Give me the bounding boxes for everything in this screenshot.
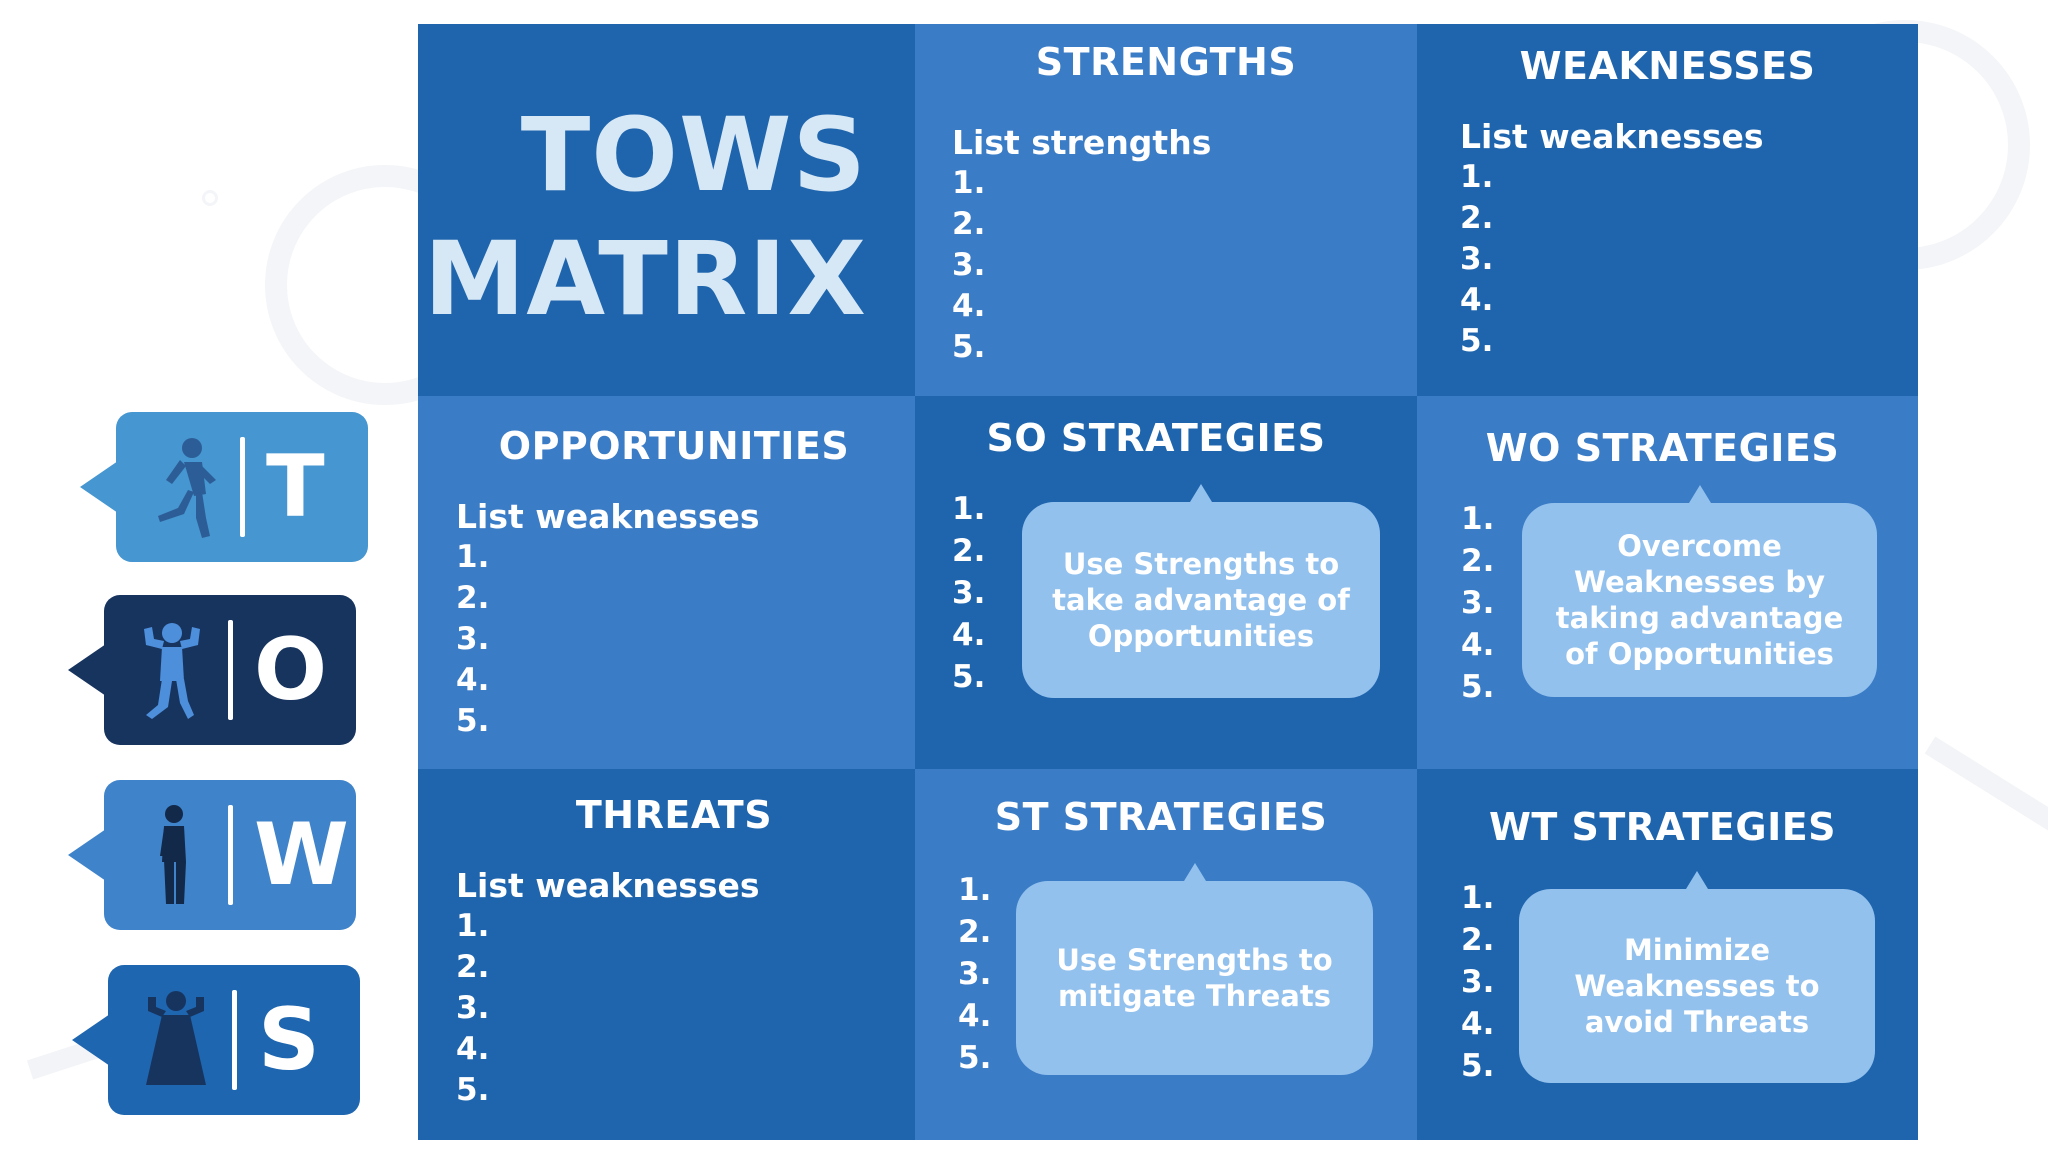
list-item: 1. xyxy=(1461,501,1495,537)
list-item: 1. xyxy=(456,539,490,575)
weaknesses-list: List weaknesses 1. 2. 3. 4. 5. xyxy=(1460,116,1764,362)
tag-separator xyxy=(240,437,245,537)
list-item: 3. xyxy=(958,956,992,992)
title-line-1: TOWS xyxy=(520,96,867,215)
strengths-cell: STRENGTHS List strengths 1. 2. 3. 4. 5. xyxy=(915,24,1417,396)
list-item: 2. xyxy=(456,580,490,616)
tag-s: S xyxy=(72,965,360,1115)
list-item: 2. xyxy=(958,914,992,950)
wt-strategies-list: 1. 2. 3. 4. 5. xyxy=(1461,877,1494,1087)
threats-label: List weaknesses xyxy=(456,866,760,905)
list-item: 4. xyxy=(952,288,986,324)
st-strategies-heading: ST STRATEGIES xyxy=(994,795,1328,839)
tag-letter: S xyxy=(258,990,320,1090)
list-item: 2. xyxy=(952,533,986,569)
list-item: 5. xyxy=(1461,669,1495,705)
list-item: 3. xyxy=(952,575,986,611)
matrix-title: TOWS MATRIX xyxy=(424,94,867,342)
tag-letter: T xyxy=(266,437,325,537)
list-item: 4. xyxy=(1460,282,1494,318)
opportunities-list: List weaknesses 1. 2. 3. 4. 5. xyxy=(456,496,760,742)
list-item: 1. xyxy=(958,872,992,908)
tag-o: O xyxy=(68,595,356,745)
list-item: 3. xyxy=(1460,241,1494,277)
st-strategies-cell: ST STRATEGIES 1. 2. 3. 4. 5. Use Strengt… xyxy=(915,769,1417,1140)
background-line-right xyxy=(1924,736,2048,833)
list-item: 5. xyxy=(952,659,986,695)
strengths-heading: STRENGTHS xyxy=(1035,40,1297,84)
so-strategies-cell: SO STRATEGIES 1. 2. 3. 4. 5. Use Strengt… xyxy=(915,396,1417,769)
tag-letter: O xyxy=(254,620,328,720)
tag-w: W xyxy=(68,780,356,930)
wo-strategies-list: 1. 2. 3. 4. 5. xyxy=(1461,498,1494,708)
list-item: 5. xyxy=(958,1040,992,1076)
list-item: 4. xyxy=(1461,1006,1495,1042)
threats-list: List weaknesses 1. 2. 3. 4. 5. xyxy=(456,865,760,1111)
so-strategies-heading: SO STRATEGIES xyxy=(986,416,1326,460)
list-item: 3. xyxy=(1461,585,1495,621)
wt-strategy-bubble: Minimize Weaknesses to avoid Threats xyxy=(1519,871,1875,1083)
list-item: 4. xyxy=(456,662,490,698)
list-item: 1. xyxy=(456,908,490,944)
tag-separator xyxy=(232,990,237,1090)
list-item: 4. xyxy=(952,617,986,653)
list-item: 1. xyxy=(1461,880,1495,916)
strengths-list: List strengths 1. 2. 3. 4. 5. xyxy=(952,122,1211,368)
list-item: 2. xyxy=(1461,922,1495,958)
tag-separator xyxy=(228,620,233,720)
title-line-2: MATRIX xyxy=(423,220,867,339)
wt-strategies-heading: WT STRATEGIES xyxy=(1488,805,1837,849)
list-item: 5. xyxy=(952,329,986,365)
wo-strategies-heading: WO STRATEGIES xyxy=(1485,426,1840,470)
caped-hero-icon xyxy=(146,991,206,1085)
weaknesses-cell: WEAKNESSES List weaknesses 1. 2. 3. 4. 5… xyxy=(1417,24,1918,396)
weaknesses-heading: WEAKNESSES xyxy=(1519,44,1816,88)
standing-person-icon xyxy=(160,805,186,904)
list-item: 5. xyxy=(456,703,490,739)
weaknesses-label: List weaknesses xyxy=(1460,117,1764,156)
list-item: 3. xyxy=(1461,964,1495,1000)
wo-strategies-cell: WO STRATEGIES 1. 2. 3. 4. 5. Overcome We… xyxy=(1417,396,1918,769)
opportunities-label: List weaknesses xyxy=(456,497,760,536)
threats-heading: THREATS xyxy=(575,793,773,837)
list-item: 1. xyxy=(1460,159,1494,195)
strengths-label: List strengths xyxy=(952,123,1212,162)
title-cell: TOWS MATRIX xyxy=(418,24,915,396)
list-item: 2. xyxy=(1460,200,1494,236)
list-item: 4. xyxy=(1461,627,1495,663)
so-strategy-bubble: Use Strengths to take advantage of Oppor… xyxy=(1022,484,1380,698)
tag-letter: W xyxy=(254,805,349,905)
opportunities-heading: OPPORTUNITIES xyxy=(498,424,850,468)
list-item: 5. xyxy=(1460,323,1494,359)
wt-strategies-cell: WT STRATEGIES 1. 2. 3. 4. 5. Minimize We… xyxy=(1417,769,1918,1140)
opportunities-cell: OPPORTUNITIES List weaknesses 1. 2. 3. 4… xyxy=(418,396,915,769)
list-item: 1. xyxy=(952,165,986,201)
list-item: 4. xyxy=(958,998,992,1034)
list-item: 3. xyxy=(456,990,490,1026)
list-item: 5. xyxy=(456,1072,490,1108)
background-dot xyxy=(202,190,218,206)
st-strategy-bubble: Use Strengths to mitigate Threats xyxy=(1016,863,1373,1075)
tows-matrix: TOWS MATRIX STRENGTHS List strengths 1. … xyxy=(418,24,1918,1140)
wo-strategy-bubble: Overcome Weaknesses by taking advantage … xyxy=(1522,485,1877,697)
list-item: 1. xyxy=(952,491,986,527)
list-item: 2. xyxy=(952,206,986,242)
list-item: 2. xyxy=(1461,543,1495,579)
threats-cell: THREATS List weaknesses 1. 2. 3. 4. 5. xyxy=(418,769,915,1140)
tag-separator xyxy=(228,805,233,905)
flexing-person-icon xyxy=(144,623,200,719)
list-item: 5. xyxy=(1461,1048,1495,1084)
list-item: 2. xyxy=(456,949,490,985)
tag-t: T xyxy=(80,412,368,562)
list-item: 3. xyxy=(952,247,986,283)
list-item: 3. xyxy=(456,621,490,657)
running-person-icon xyxy=(158,438,216,538)
st-strategies-list: 1. 2. 3. 4. 5. xyxy=(958,869,991,1079)
list-item: 4. xyxy=(456,1031,490,1067)
so-strategies-list: 1. 2. 3. 4. 5. xyxy=(952,488,985,698)
